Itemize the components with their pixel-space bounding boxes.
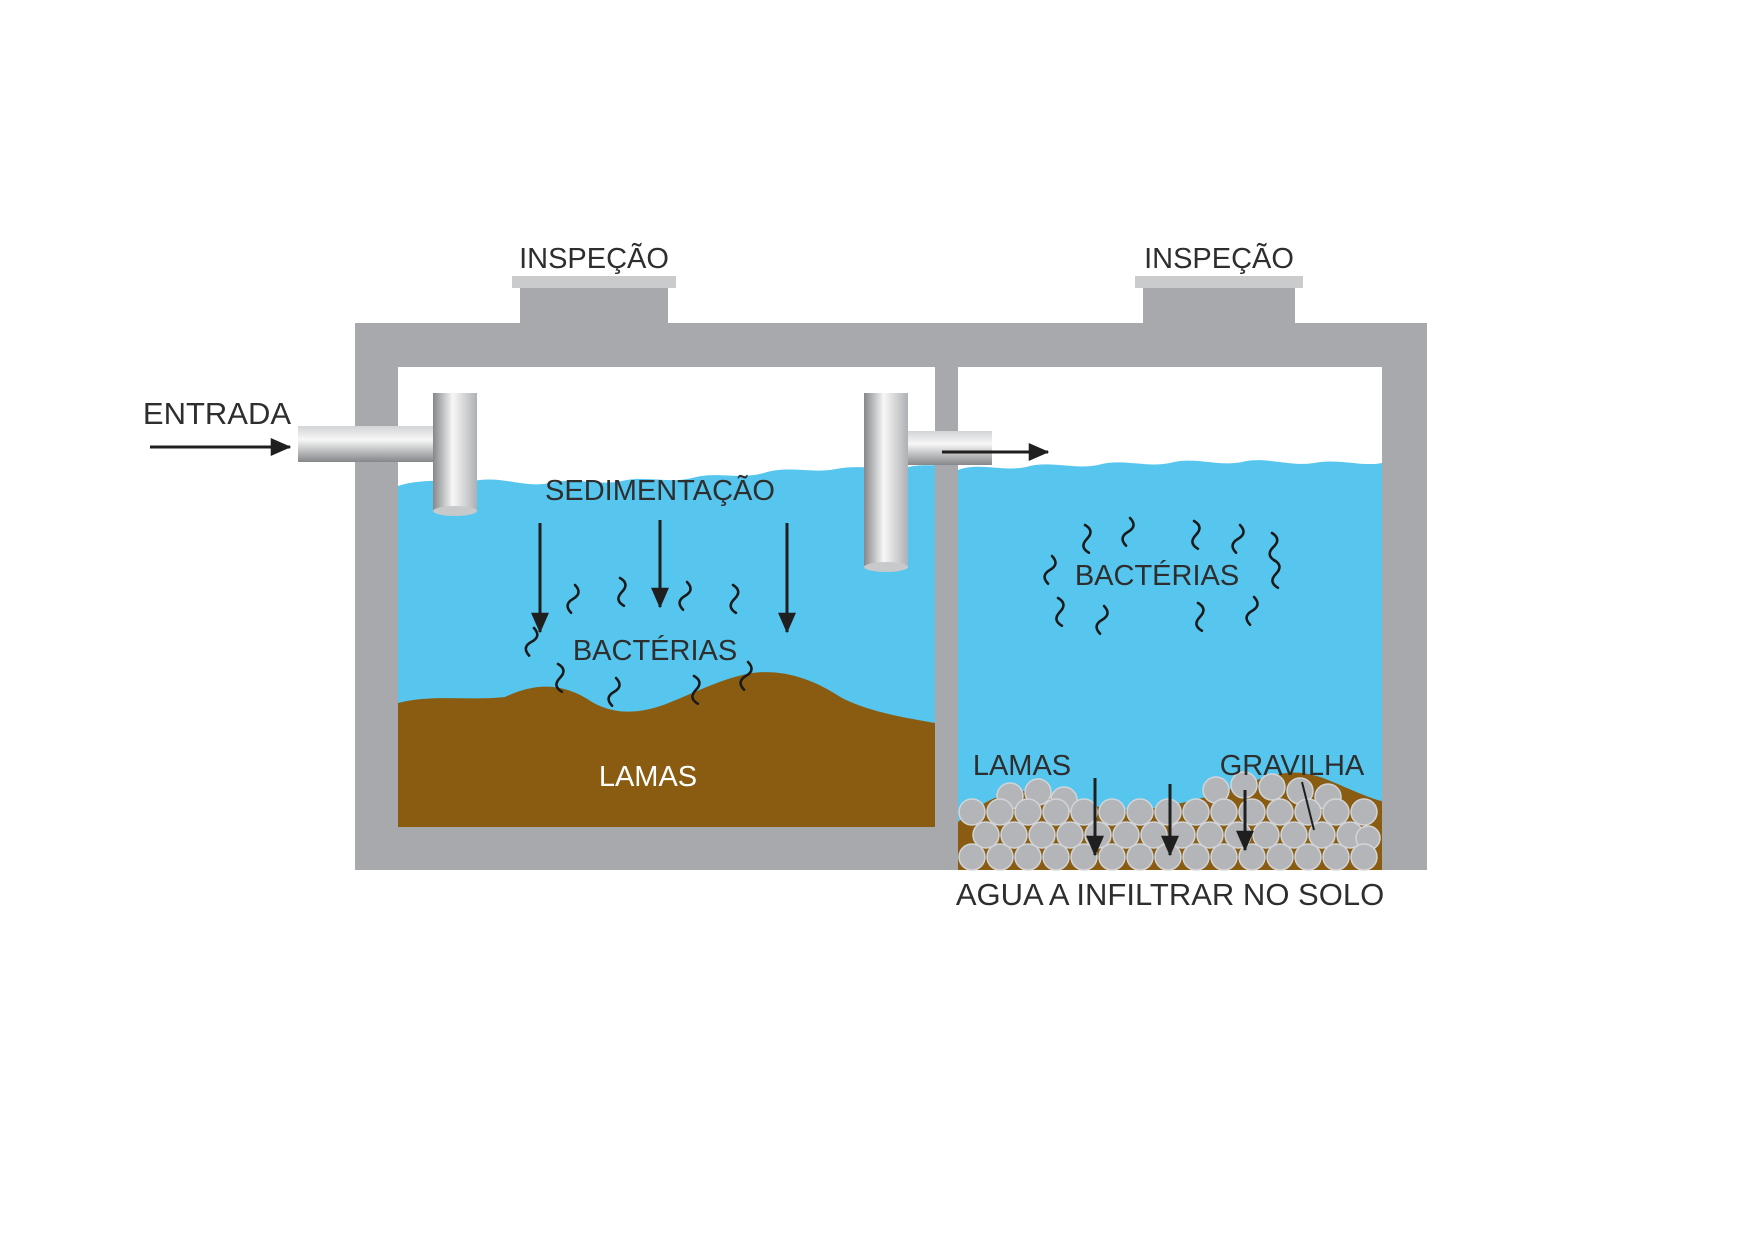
sludge-chamber-1 (398, 672, 935, 827)
inlet-baffle-pipe (433, 393, 477, 516)
label-inspection-right: INSPEÇÃO (1144, 241, 1294, 275)
outlet-baffle-pipe (864, 393, 992, 572)
inlet-pipe-horizontal (298, 426, 436, 462)
outlet-baffle-cap (864, 562, 908, 572)
tank-bottom-wall (355, 827, 958, 870)
label-sludge-chamber-1: LAMAS (599, 761, 697, 793)
outlet-baffle-body (864, 393, 908, 567)
label-entry: ENTRADA (143, 396, 291, 431)
tank-middle-wall (935, 367, 958, 827)
hatch-right-lip (1135, 276, 1303, 288)
tank-right-wall (1382, 323, 1427, 870)
gravel-pointer-line (1301, 781, 1315, 831)
label-infiltration: AGUA A INFILTRAR NO SOLO (956, 877, 1384, 912)
hatch-left-body (520, 281, 668, 325)
tank-left-wall (355, 323, 398, 870)
inspection-hatch-right (1135, 276, 1303, 325)
tank-top-wall (355, 323, 1427, 367)
inspection-hatch-left (512, 276, 676, 325)
gravel-bed (958, 771, 1381, 871)
label-sedimentation: SEDIMENTAÇÃO (545, 473, 775, 507)
label-sludge-chamber-2: LAMAS (973, 750, 1071, 782)
label-bacteria-chamber-2: BACTÉRIAS (1075, 559, 1239, 592)
hatch-left-lip (512, 276, 676, 288)
tank-structure (355, 323, 1427, 870)
outlet-pipe-horizontal (908, 431, 992, 465)
inlet-baffle-body (433, 393, 477, 511)
inlet-pipe (298, 426, 436, 462)
label-gravel: GRAVILHA (1220, 750, 1365, 782)
label-inspection-left: INSPEÇÃO (519, 241, 669, 275)
label-bacteria-chamber-1: BACTÉRIAS (573, 634, 737, 667)
hatch-right-body (1143, 281, 1295, 325)
inlet-baffle-cap (433, 506, 477, 516)
